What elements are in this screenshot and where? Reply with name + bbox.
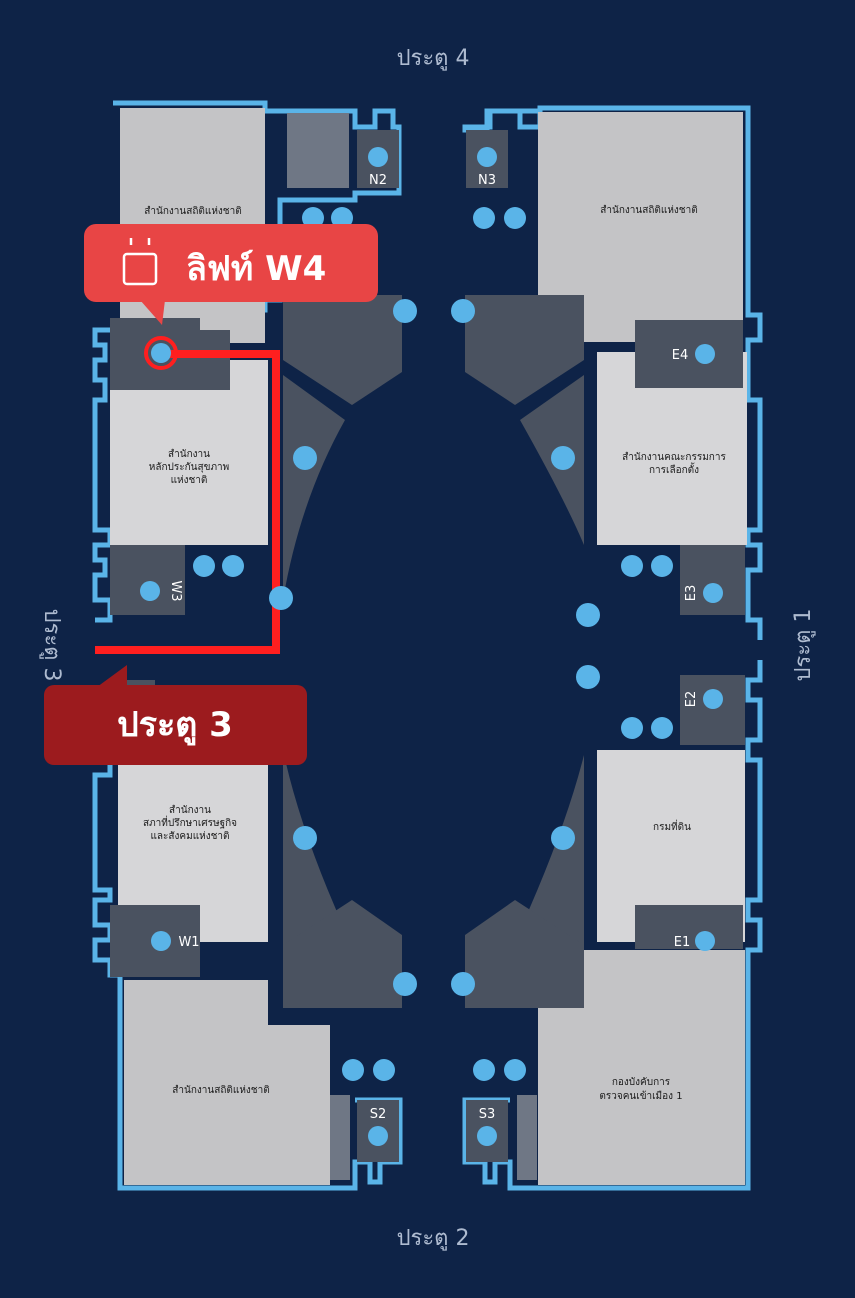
office-nhso-line2: หลักประกันสุขภาพ <box>149 462 230 473</box>
room-side-strip-right <box>517 1095 537 1180</box>
lift-label-e2: E2 <box>684 691 699 708</box>
escalator-icon <box>269 586 293 610</box>
office-nhso-line3: แห่งชาติ <box>171 475 208 486</box>
entrance-callout-pointer <box>97 665 127 690</box>
wheelchair-icon <box>193 555 215 577</box>
lift-label-n3: N3 <box>478 173 496 188</box>
stairs-icon <box>293 826 317 850</box>
escalator-icon <box>576 603 600 627</box>
wheelchair-icon <box>621 717 643 739</box>
facility-icons <box>193 207 673 1081</box>
building-outline-right <box>462 105 763 640</box>
atrium-w-upper <box>283 375 345 600</box>
lift-label-s3: S3 <box>479 1107 496 1122</box>
elevator-icon <box>151 343 171 363</box>
stairs-icon <box>551 826 575 850</box>
lift-callout-label: ลิฟท์ W4 <box>186 249 326 289</box>
office-nso-top-right: สำนักงานสถิติแห่งชาติ <box>600 205 697 216</box>
restroom-icon <box>651 717 673 739</box>
escalator-icon <box>393 972 417 996</box>
lift-label-s2: S2 <box>370 1107 387 1122</box>
office-dol: กรมที่ดิน <box>653 819 691 833</box>
office-nso-top-left: สำนักงานสถิติแห่งชาติ <box>144 206 241 217</box>
escalator-icon <box>393 299 417 323</box>
elevator-icon <box>695 344 715 364</box>
entrance-callout: ประตู 3 <box>44 665 307 765</box>
route-path <box>95 350 280 654</box>
gate-3-label: ประตู 3 <box>39 609 64 682</box>
lift-callout: ลิฟท์ W4 <box>84 224 378 325</box>
elevator-icon <box>151 931 171 951</box>
elevator-icons <box>140 147 723 1146</box>
escalator-icon <box>576 665 600 689</box>
lift-w4-highlight <box>144 336 178 370</box>
core-e2 <box>680 675 745 745</box>
gate-4-label: ประตู 4 <box>397 46 470 71</box>
atrium-nw <box>283 295 402 405</box>
escalator-icon <box>451 972 475 996</box>
room-nhso <box>110 360 268 545</box>
room-immigration <box>538 950 745 1185</box>
office-nesdc-line3: และสังคมแห่งชาติ <box>150 831 229 842</box>
office-immigration-line1: กองบังคับการ <box>612 1077 671 1088</box>
lift-label-e4: E4 <box>672 348 689 363</box>
entrance-callout-box <box>44 685 307 765</box>
lift-label-e1: E1 <box>674 935 691 950</box>
wheelchair-icon <box>473 1059 495 1081</box>
atrium-se <box>465 900 584 1008</box>
lift-label-n2: N2 <box>369 173 387 188</box>
office-immigration-line2: ตรวจคนเข้าเมือง 1 <box>599 1090 682 1102</box>
atrium-sw <box>283 900 402 1008</box>
elevator-icon <box>703 583 723 603</box>
lift-label-e3: E3 <box>684 585 699 602</box>
office-nso-bottom-left: สำนักงานสถิติแห่งชาติ <box>172 1085 269 1096</box>
restroom-icon <box>504 207 526 229</box>
lift-label-w1: W1 <box>178 935 199 950</box>
restroom-icon <box>651 555 673 577</box>
elevator-icon <box>703 689 723 709</box>
office-ect-line2: การเลือกตั้ง <box>649 462 699 476</box>
wheelchair-icon <box>342 1059 364 1081</box>
building-outline-right-bottom <box>462 660 763 1191</box>
room-top-small <box>287 113 349 188</box>
entrance-callout-label: ประตู 3 <box>117 705 233 746</box>
core-e1 <box>635 905 743 949</box>
wheelchair-icon <box>621 555 643 577</box>
office-nesdc-line1: สำนักงาน <box>169 805 211 816</box>
office-nhso-line1: สำนักงาน <box>168 449 210 460</box>
elevator-icon <box>695 931 715 951</box>
core-e4 <box>635 320 743 388</box>
lift-label-w3: W3 <box>168 580 183 601</box>
core-w3 <box>110 545 185 615</box>
stairs-icon <box>293 446 317 470</box>
office-nesdc-line2: สภาที่ปรึกษาเศรษฐกิจ <box>143 815 237 829</box>
elevator-icon <box>368 1126 388 1146</box>
office-ect-line1: สำนักงานคณะกรรมการ <box>622 452 726 463</box>
restroom-icon <box>373 1059 395 1081</box>
stairs-icon <box>551 446 575 470</box>
elevator-icon <box>122 238 158 286</box>
lift-callout-pointer <box>140 300 165 325</box>
wheelchair-icon <box>302 207 324 229</box>
gate-2-label: ประตู 2 <box>397 1226 470 1251</box>
elevator-icon <box>140 581 160 601</box>
transit-icons <box>269 299 600 996</box>
atrium-ne <box>465 295 584 405</box>
core-e3 <box>680 545 745 615</box>
restroom-icon <box>331 207 353 229</box>
room-nso-bottom-left <box>124 980 330 1185</box>
elevator-icon <box>477 147 497 167</box>
gate-1-label: ประตู 1 <box>791 609 816 682</box>
restroom-icon <box>504 1059 526 1081</box>
elevator-icon <box>477 1126 497 1146</box>
lift-callout-box <box>84 224 378 302</box>
restroom-icon <box>222 555 244 577</box>
building-outline-left <box>92 100 402 623</box>
elevator-icon <box>368 147 388 167</box>
wheelchair-icon <box>473 207 495 229</box>
escalator-icon <box>451 299 475 323</box>
room-side-strip-left <box>330 1095 350 1180</box>
